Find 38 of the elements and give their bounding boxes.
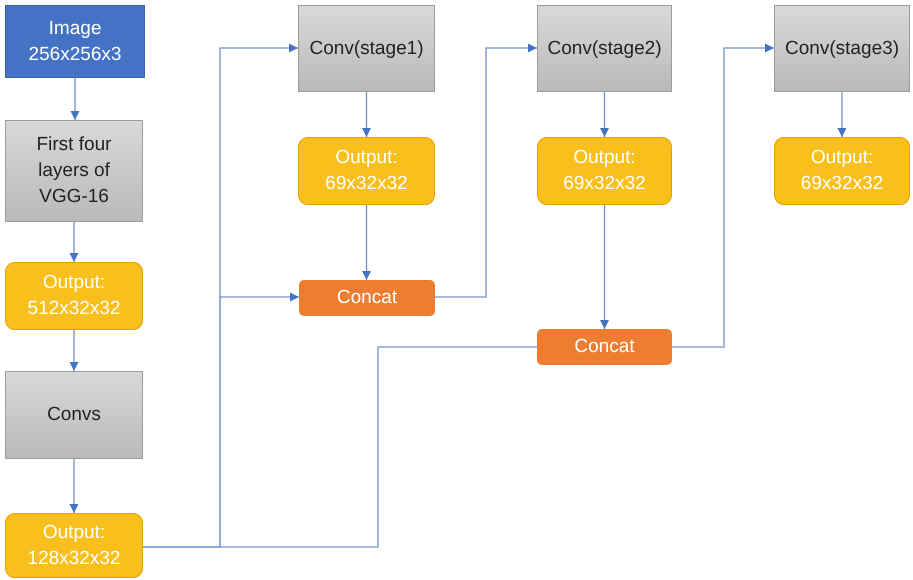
- output-box: [298, 137, 435, 205]
- node-label: Output: 69x32x32: [800, 146, 884, 196]
- node-label: Image 256x256x3: [28, 16, 122, 66]
- arrow: [600, 92, 609, 137]
- process-box: [298, 5, 435, 92]
- node-label: First four layers of VGG-16: [36, 133, 112, 209]
- node-label: Concat: [574, 335, 635, 359]
- process-box: [5, 120, 143, 222]
- output-box: [5, 262, 143, 330]
- process-box: [537, 5, 672, 92]
- input-box: [5, 5, 145, 78]
- node-label: Output: 128x32x32: [26, 520, 122, 570]
- arrow: [70, 78, 80, 120]
- node-label: Conv(stage1): [309, 36, 424, 60]
- arrow: [70, 459, 78, 513]
- process-box: [774, 5, 910, 92]
- concat-box: [537, 329, 672, 365]
- output-box: [774, 137, 910, 205]
- process-box: [5, 371, 143, 459]
- arrow: [600, 205, 609, 329]
- arrow: [70, 330, 78, 371]
- connector-line: [143, 346, 537, 548]
- arrow: [672, 44, 774, 348]
- arrow: [838, 92, 846, 137]
- node-label: Concat: [336, 286, 398, 310]
- node-label: Output: 69x32x32: [562, 146, 647, 196]
- arrow: [435, 44, 537, 298]
- concat-box: [299, 280, 435, 316]
- node-label: Output: 512x32x32: [26, 271, 122, 321]
- node-label: Conv(stage3): [784, 36, 900, 60]
- node-label: Conv(stage2): [547, 36, 662, 60]
- arrow: [70, 222, 78, 262]
- output-box: [5, 513, 143, 578]
- arrow: [362, 92, 371, 137]
- node-label: Convs: [47, 403, 101, 427]
- node-label: Output: 69x32x32: [324, 146, 409, 196]
- output-box: [537, 137, 672, 205]
- arrow: [362, 205, 371, 280]
